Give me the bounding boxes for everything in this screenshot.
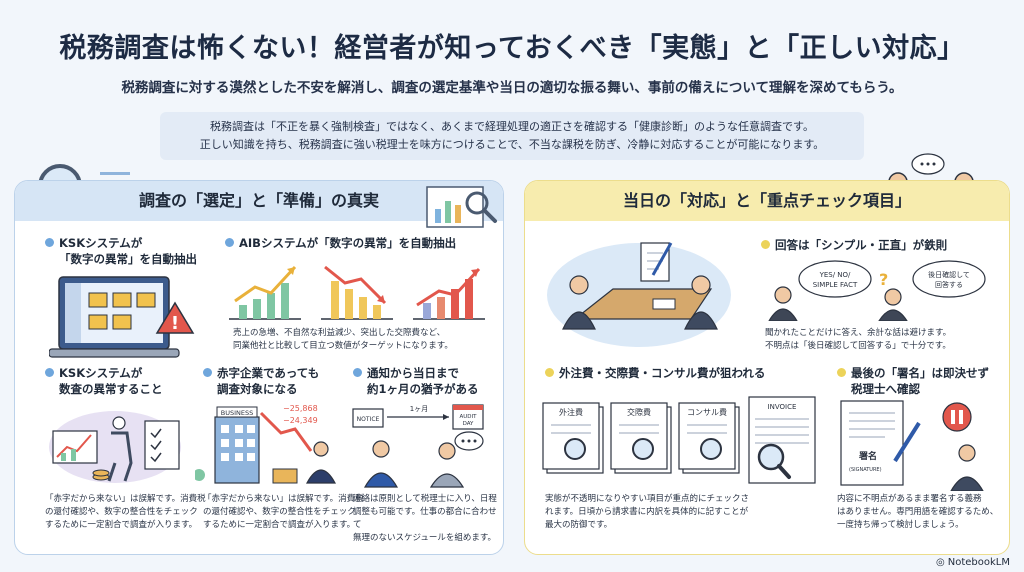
desc-line: 「赤字だから来ない」は誤解です。消費税 (203, 494, 364, 504)
item-simple-answer-title: 回答は「シンプル・正直」が鉄則 (761, 237, 947, 253)
item-title-line: 外注費・交際費・コンサル費が狙われる (559, 366, 766, 380)
notice-label: NOTICE (357, 416, 380, 423)
business-sign: BUSINESS (221, 409, 253, 417)
desc-line: の還付確認や、数字の整合性をチェック (45, 507, 198, 517)
signature-label: 署名 (858, 450, 877, 462)
bullet-dot (203, 368, 212, 377)
item-title-line: KSKシステムが (59, 236, 143, 250)
response-checkpoints-panel: 当日の「対応」と「重点チェック項目」 回答は「シンプル・正直」が鉄則 YES/ … (524, 180, 1010, 555)
item-ksk-extract-title: KSKシステムが 「数字の異常」を自動抽出 (45, 235, 197, 267)
selection-preparation-panel: 調査の「選定」と「準備」の真実 KSKシステムが 「数字の異常」を自動抽出 ! … (14, 180, 504, 555)
desc-line: するために一定割合で調査が入ります。 (45, 520, 198, 530)
item-title-line: 回答は「シンプル・正直」が鉄則 (775, 238, 948, 252)
item-title-line: 通知から当日まで (367, 366, 459, 380)
desc-line: 売上の急増、不自然な利益減少、突出した交際費など、 (233, 328, 446, 338)
item-simple-answer-desc: 聞かれたことだけに答え、余計な話は避けます。 不明点は「後日確認して回答する」で… (765, 327, 951, 353)
item-signature-title: 最後の「署名」は即決せず 税理士へ確認 (837, 365, 989, 397)
item-title-line: 赤字企業であっても (217, 366, 320, 380)
item-ksk-anomaly-title: KSKシステムが 数査の異常すること (45, 365, 163, 397)
bubble-yes-no: YES/ NO/ (819, 271, 851, 279)
desc-line: れます。日頃から請求書に内訳を具体的に記すことが (545, 507, 749, 517)
desc-line: 実態が不透明になりやすい項目が重点的にチェックさ (545, 494, 750, 504)
svg-text:!: ! (171, 313, 179, 334)
desc-line: 最大の防御です。 (545, 520, 613, 530)
bullet-dot (761, 240, 770, 249)
item-title-line: 税理士へ確認 (851, 382, 920, 396)
bullet-dot (45, 238, 54, 247)
item-aib-desc: 売上の急増、不自然な利益減少、突出した交際費など、 同業他社と比較して目立つ数値… (233, 327, 453, 353)
bullet-dot (225, 238, 234, 247)
item-expenses-title: 外注費・交際費・コンサル費が狙われる (545, 365, 765, 381)
bubble-later-confirm-2: 回答する (935, 280, 963, 289)
desc-line: の還付確認や、数字の整合性をチェック (203, 507, 356, 517)
checklist-figure-icon (49, 411, 181, 483)
desc-line: 調整も可能です。仕事の都合に合わせて (353, 507, 497, 530)
month-label: 1ヶ月 (410, 405, 428, 413)
brand-name: NotebookLM (947, 557, 1010, 568)
bar-chart-icon (426, 186, 497, 228)
invoice-label: INVOICE (768, 403, 797, 411)
item-title-line: 数査の異常すること (59, 382, 163, 396)
desc-line: するために一定割合で調査が入ります。 (203, 520, 356, 530)
desc-line: 「赤字だから来ない」は誤解です。消費税 (45, 494, 206, 504)
bullet-dot (837, 368, 846, 377)
signature-sub-label: (SIGNATURE) (849, 467, 882, 473)
negative-number-2: −24,349 (283, 416, 318, 425)
item-title-line: 最後の「署名」は即決せず (851, 366, 989, 380)
desc-line: 連絡は原則として税理士に入り、日程 (353, 494, 497, 504)
intro-box: 税務調査は「不正を暴く強制検査」ではなく、あくまで経理処理の適正さを確認する「健… (160, 112, 864, 160)
doc-entertainment: 交際費 (627, 407, 651, 417)
svg-text:?: ? (879, 270, 888, 289)
meeting-table-icon (547, 242, 731, 347)
left-panel-heading: 調査の「選定」と「準備」の真実 (15, 181, 503, 221)
intro-line-1: 税務調査は「不正を暴く強制検査」ではなく、あくまで経理処理の適正さを確認する「健… (210, 120, 814, 133)
item-title-line: 約1ヶ月の猶予がある (367, 382, 479, 396)
desc-line: 一度持ち帰って検討しましょう。 (837, 520, 964, 530)
bullet-dot (353, 368, 362, 377)
audit-label-1: AUDIT (459, 414, 477, 420)
item-aib-extract-title: AIBシステムが「数字の異常」を自動抽出 (225, 235, 456, 251)
deficit-building-icon: BUSINESS −25,868 −24,349 (195, 404, 337, 484)
page-subtitle: 税務調査に対する漠然とした不安を解消し、調査の選定基準や当日の適切な振る舞い、事… (121, 80, 903, 96)
item-deficit-desc: 「赤字だから来ない」は誤解です。消費税 の還付確認や、数字の整合性をチェック す… (203, 493, 364, 532)
item-title-line: KSKシステムが (59, 366, 143, 380)
item-notice-desc: 連絡は原則として税理士に入り、日程 調整も可能です。仕事の都合に合わせて 無理の… (353, 493, 503, 545)
bubble-later-confirm-1: 後日確認して (928, 270, 970, 279)
doc-outsourcing: 外注費 (559, 407, 583, 417)
desc-line: はありません。専門用語を確認するため、 (837, 507, 999, 517)
desc-line: 同業他社と比較して目立つ数値がターゲットになります。 (233, 341, 453, 351)
notice-calendar-icon: NOTICE 1ヶ月 AUDIT DAY (352, 404, 484, 488)
item-title-line: 調査対象になる (217, 382, 298, 396)
bullet-dot (545, 368, 554, 377)
laptop-folders-icon: ! (49, 276, 195, 358)
item-title-line: AIBシステムが「数字の異常」を自動抽出 (239, 236, 457, 250)
expense-documents-icon: 外注費 交際費 コンサル費 INVOICE (542, 396, 816, 484)
right-panel-heading: 当日の「対応」と「重点チェック項目」 (525, 181, 1009, 221)
item-signature-desc: 内容に不明点があるまま署名する義務 はありません。専門用語を確認するため、 一度… (837, 493, 998, 532)
desc-line: 不明点は「後日確認して回答する」で十分です。 (765, 341, 951, 351)
item-title-line: 「数字の異常」を自動抽出 (59, 252, 197, 266)
brand-logo: ◎NotebookLM (936, 557, 1010, 568)
desc-line: 無理のないスケジュールを組めます。 (353, 533, 497, 543)
doc-consulting: コンサル費 (687, 407, 727, 417)
item-deficit-title: 赤字企業であっても 調査対象になる (203, 365, 319, 397)
audit-label-2: DAY (463, 421, 474, 427)
item-expenses-desc: 実態が不透明になりやすい項目が重点的にチェックさ れます。日頃から請求書に内訳を… (545, 493, 749, 532)
brand-mark-icon: ◎ (936, 557, 945, 568)
item-notice-title: 通知から当日まで 約1ヶ月の猶予がある (353, 365, 479, 397)
bubble-simple-fact: SIMPLE FACT (813, 281, 858, 289)
negative-number-1: −25,868 (283, 404, 318, 413)
answer-bubbles-icon: YES/ NO/ SIMPLE FACT ? 後日確認して 回答する (768, 260, 986, 321)
trend-charts-icon (225, 261, 485, 321)
bullet-dot (45, 368, 54, 377)
page-title: 税務調査は怖くない！経営者が知っておくべき「実態」と「正しい対応」 (59, 33, 965, 64)
signature-document-icon: 署名 (SIGNATURE) (840, 400, 984, 491)
desc-line: 聞かれたことだけに答え、余計な話は避けます。 (765, 328, 952, 338)
desc-line: 内容に不明点があるまま署名する義務 (837, 494, 982, 504)
intro-line-2: 正しい知識を持ち、税務調査に強い税理士を味方につけることで、不当な課税を防ぎ、冷… (199, 138, 825, 151)
item-ksk-anomaly-desc: 「赤字だから来ない」は誤解です。消費税 の還付確認や、数字の整合性をチェック す… (45, 493, 206, 532)
